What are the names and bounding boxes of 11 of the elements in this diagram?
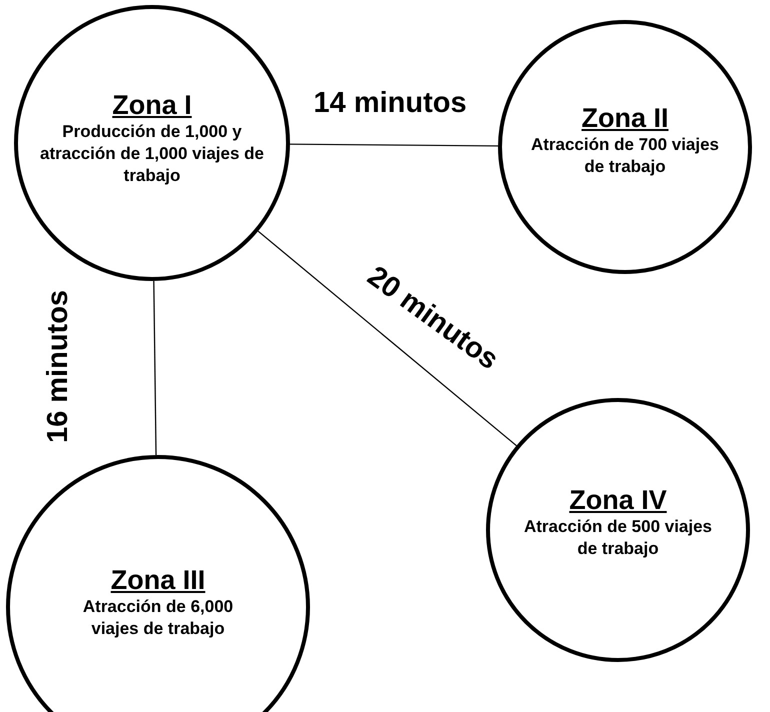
zone-title: Zona I — [112, 91, 192, 121]
zone-description: Atracción de 700 viajes de trabajo — [530, 134, 720, 178]
zone-title: Zona III — [110, 566, 206, 596]
connector-line — [290, 144, 498, 147]
zone-description: Atracción de 500 viajes de trabajo — [522, 516, 714, 560]
connector-line — [153, 280, 157, 456]
zone-description: Producción de 1,000 y atracción de 1,000 viajes de trabajo — [39, 120, 265, 187]
zone-title: Zona IV — [569, 486, 667, 516]
connector-line — [258, 230, 517, 446]
zone-description: Atracción de 6,000 viajes de trabajo — [82, 596, 234, 640]
zone-title: Zona II — [582, 104, 668, 134]
